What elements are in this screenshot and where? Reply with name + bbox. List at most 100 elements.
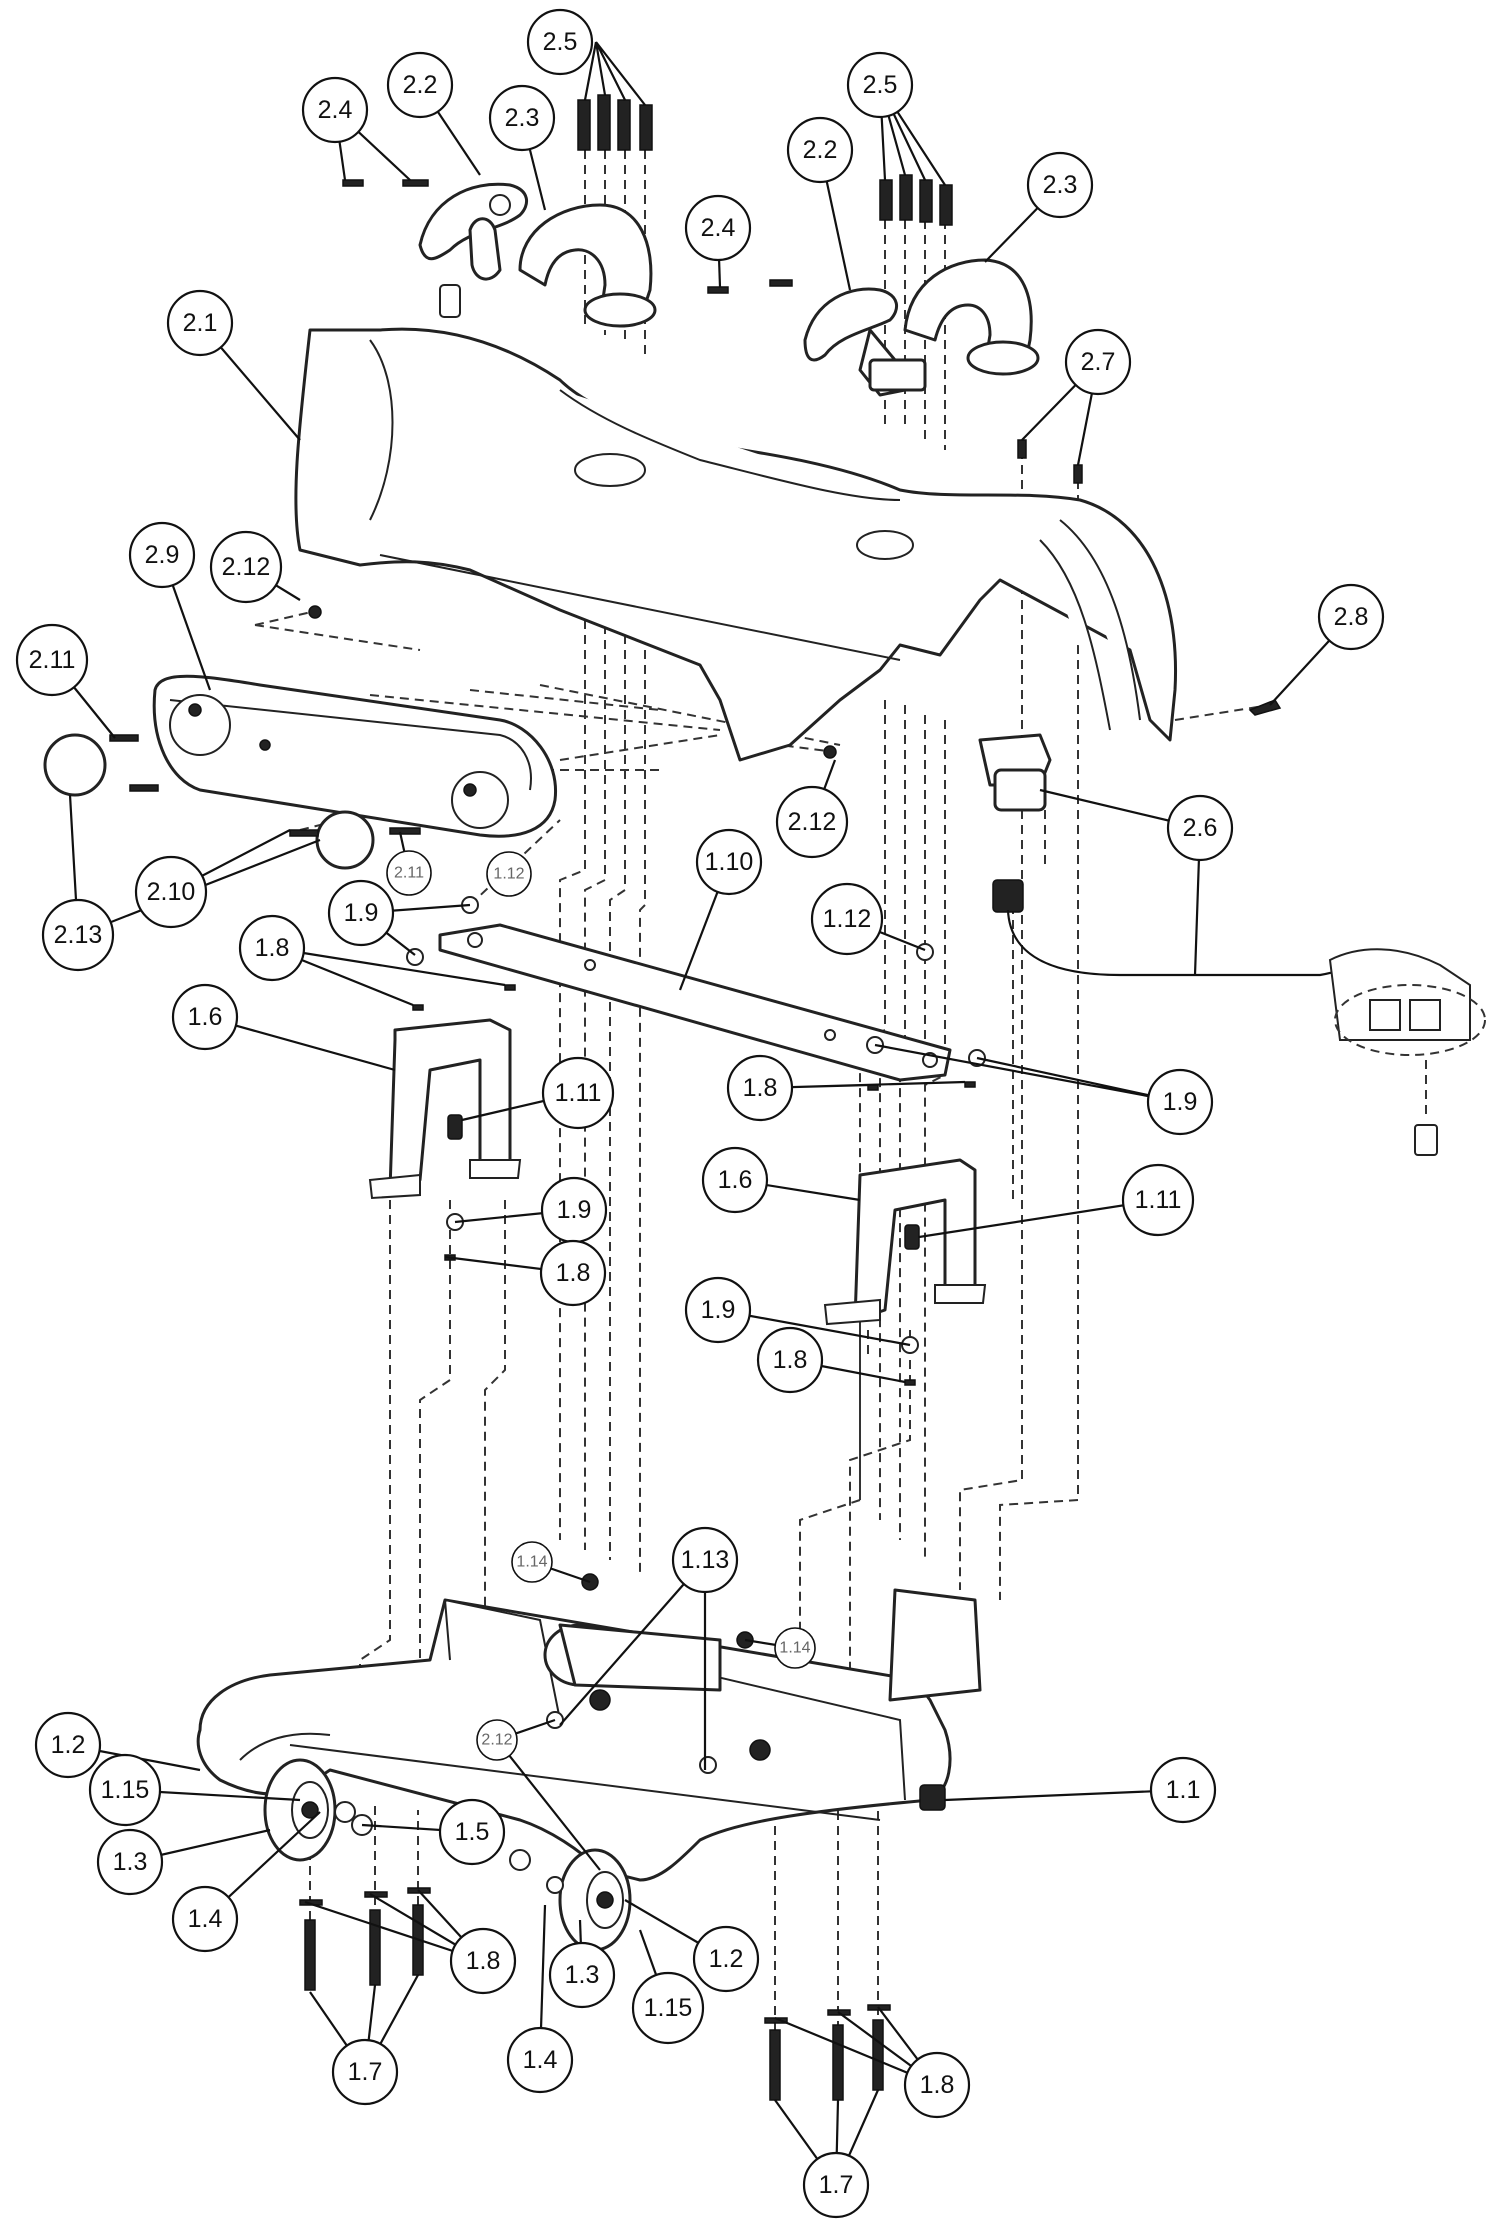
lens-cover-right	[315, 810, 375, 870]
callout-label: 2.5	[863, 71, 898, 99]
callout-label: 1.8	[255, 934, 290, 962]
callout-circle	[1146, 1068, 1214, 1136]
callout-1-9: 1.9	[327, 879, 395, 947]
callout-1-9: 1.9	[684, 1276, 752, 1344]
callout-circle	[128, 521, 196, 589]
callout-label: 2.10	[147, 878, 196, 906]
callout-2-5: 2.5	[526, 8, 594, 76]
callout-circle	[15, 623, 89, 697]
callout-2-4: 2.4	[684, 194, 752, 262]
callout-label: 2.2	[403, 71, 438, 99]
callout-1-6: 1.6	[701, 1146, 769, 1214]
callout-circle	[631, 1971, 705, 2045]
callout-2-11: 2.11	[386, 850, 432, 896]
callout-2-10: 2.10	[134, 855, 208, 929]
callout-label: 1.6	[718, 1166, 753, 1194]
callout-1-9: 1.9	[540, 1176, 608, 1244]
callout-circle	[1166, 794, 1234, 862]
callout-circle	[134, 855, 208, 929]
callout-2-7: 2.7	[1064, 328, 1132, 396]
callout-circle	[726, 1054, 794, 1122]
handle-bar-right	[903, 258, 1040, 376]
bracket-right	[823, 1158, 987, 1326]
callout-1-7: 1.7	[802, 2151, 870, 2219]
callout-circle	[541, 1056, 615, 1130]
handle-grip-right	[803, 287, 927, 397]
callout-circle	[786, 116, 854, 184]
callout-circle	[1121, 1163, 1195, 1237]
callout-label: 2.13	[54, 921, 103, 949]
callout-label: 2.12	[222, 553, 271, 581]
callout-label: 2.7	[1081, 348, 1116, 376]
callout-label: 1.8	[920, 2071, 955, 2099]
callout-2-12: 2.12	[209, 530, 283, 604]
callout-label: 2.4	[701, 214, 736, 242]
callout-label: 1.14	[779, 1640, 810, 1657]
callout-2-2: 2.2	[386, 51, 454, 119]
callout-label: 1.4	[523, 2046, 558, 2074]
callout-circle	[1149, 1756, 1217, 1824]
callout-2-9: 2.9	[128, 521, 196, 589]
callout-1-5: 1.5	[438, 1798, 506, 1866]
console-panel	[152, 674, 558, 838]
callout-label: 1.15	[101, 1776, 150, 1804]
callout-1-8: 1.8	[539, 1239, 607, 1307]
callout-label: 1.11	[555, 1079, 602, 1107]
callout-circle	[1317, 583, 1385, 651]
callout-2-3: 2.3	[1026, 151, 1094, 219]
callout-label: 1.5	[455, 1818, 490, 1846]
callout-circle	[41, 898, 115, 972]
callout-circle	[171, 983, 239, 1051]
callout-label: 1.12	[823, 905, 872, 933]
callout-circle	[327, 879, 395, 947]
callout-circle	[774, 1627, 816, 1669]
callout-2-1: 2.1	[166, 289, 234, 357]
callout-label: 2.8	[1334, 603, 1369, 631]
callout-circle	[701, 1146, 769, 1214]
callout-2-5: 2.5	[846, 51, 914, 119]
callout-1-2: 1.2	[34, 1711, 102, 1779]
callout-circle	[695, 828, 763, 896]
callout-2-6: 2.6	[1166, 794, 1234, 862]
callout-2-2: 2.2	[786, 116, 854, 184]
callout-1-12: 1.12	[810, 882, 884, 956]
callout-circle	[1064, 328, 1132, 396]
callout-circle	[684, 1276, 752, 1344]
callout-1-1: 1.1	[1149, 1756, 1217, 1824]
callout-label: 1.8	[743, 1074, 778, 1102]
callout-circle	[506, 2026, 574, 2094]
callout-circle	[671, 1526, 739, 1594]
callout-2-3: 2.3	[488, 84, 556, 152]
callout-2-13: 2.13	[41, 898, 115, 972]
callout-circle	[476, 1719, 518, 1761]
callout-1-15: 1.15	[88, 1753, 162, 1827]
callout-label: 1.9	[344, 899, 379, 927]
wheel-right	[509, 1848, 632, 1952]
handle-grip-left	[418, 182, 529, 281]
callout-1-15: 1.15	[631, 1971, 705, 2045]
callout-2-8: 2.8	[1317, 583, 1385, 651]
callout-1-7: 1.7	[331, 2038, 399, 2106]
callout-label: 2.9	[145, 541, 180, 569]
callout-label: 1.8	[773, 1346, 808, 1374]
handle-bar-left	[439, 203, 657, 328]
callout-label: 1.7	[348, 2058, 383, 2086]
callout-circle	[802, 2151, 870, 2219]
callout-label: 1.9	[1163, 1088, 1198, 1116]
callout-1-14: 1.14	[774, 1627, 816, 1669]
callout-label: 1.7	[819, 2171, 854, 2199]
callout-circle	[386, 850, 432, 896]
callout-circle	[846, 51, 914, 119]
callout-label: 1.2	[51, 1731, 86, 1759]
callout-label: 1.9	[557, 1196, 592, 1224]
callout-circle	[209, 530, 283, 604]
callout-label: 1.1	[1166, 1776, 1201, 1804]
callout-1-8: 1.8	[756, 1326, 824, 1394]
callout-label: 1.12	[493, 866, 524, 883]
callout-1-2: 1.2	[692, 1925, 760, 1993]
callout-label: 2.12	[788, 808, 837, 836]
callout-label: 1.9	[701, 1296, 736, 1324]
callout-circle	[756, 1326, 824, 1394]
callout-1-10: 1.10	[695, 828, 763, 896]
